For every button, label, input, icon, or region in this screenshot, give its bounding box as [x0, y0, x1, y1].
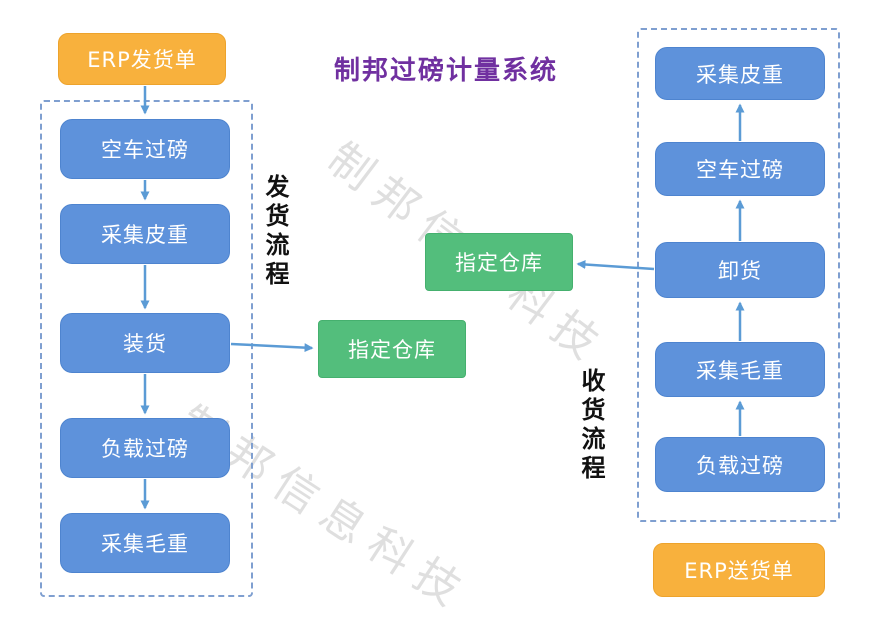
- node-erp-shipping-order: ERP发货单: [58, 33, 226, 85]
- node-designated-warehouse-left: 指定仓库: [318, 320, 466, 378]
- node-erp-delivery-order: ERP送货单: [653, 543, 825, 597]
- node-unloading: 卸货: [655, 242, 825, 298]
- node-designated-warehouse-right: 指定仓库: [425, 233, 573, 291]
- node-collect-tare-receive: 采集皮重: [655, 47, 825, 100]
- node-collect-gross-receive: 采集毛重: [655, 342, 825, 397]
- node-collect-tare-ship: 采集皮重: [60, 204, 230, 264]
- node-loading: 装货: [60, 313, 230, 373]
- node-empty-vehicle-weigh-receive: 空车过磅: [655, 142, 825, 196]
- node-loaded-weigh-receive: 负载过磅: [655, 437, 825, 492]
- node-collect-gross-ship: 采集毛重: [60, 513, 230, 573]
- shipping-flow-label: 发货流程: [261, 174, 289, 290]
- node-empty-vehicle-weigh-ship: 空车过磅: [60, 119, 230, 179]
- receiving-flow-container: [637, 28, 840, 522]
- receiving-flow-label: 收货流程: [577, 368, 605, 484]
- node-loaded-weigh-ship: 负载过磅: [60, 418, 230, 478]
- diagram-title: 制邦过磅计量系统: [334, 56, 559, 86]
